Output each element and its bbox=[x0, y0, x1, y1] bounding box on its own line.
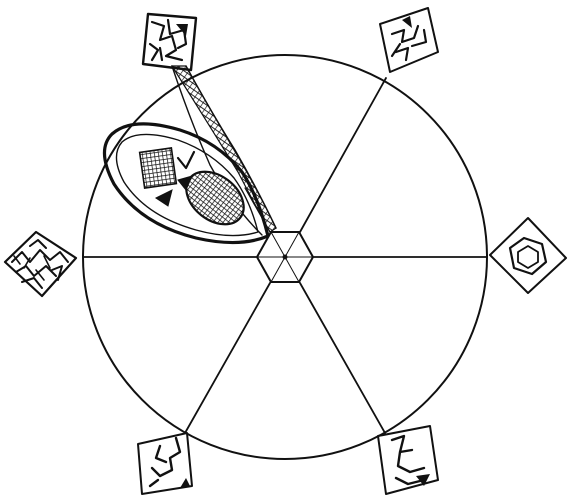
gridded-block bbox=[140, 148, 177, 188]
satellite-southwest bbox=[138, 433, 192, 494]
spoke-southeast bbox=[300, 283, 385, 433]
spoke-southwest bbox=[185, 283, 270, 433]
hexagon-center-marks bbox=[257, 232, 313, 282]
satellite-northeast bbox=[380, 8, 438, 72]
satellite-east bbox=[490, 218, 566, 293]
arrow-mark-upper bbox=[178, 152, 194, 168]
satellite-southeast bbox=[378, 426, 438, 494]
satellite-west bbox=[5, 232, 76, 296]
arrow-mark-left bbox=[156, 190, 172, 206]
spoke-northeast bbox=[300, 78, 386, 232]
satellite-northwest bbox=[143, 14, 196, 70]
